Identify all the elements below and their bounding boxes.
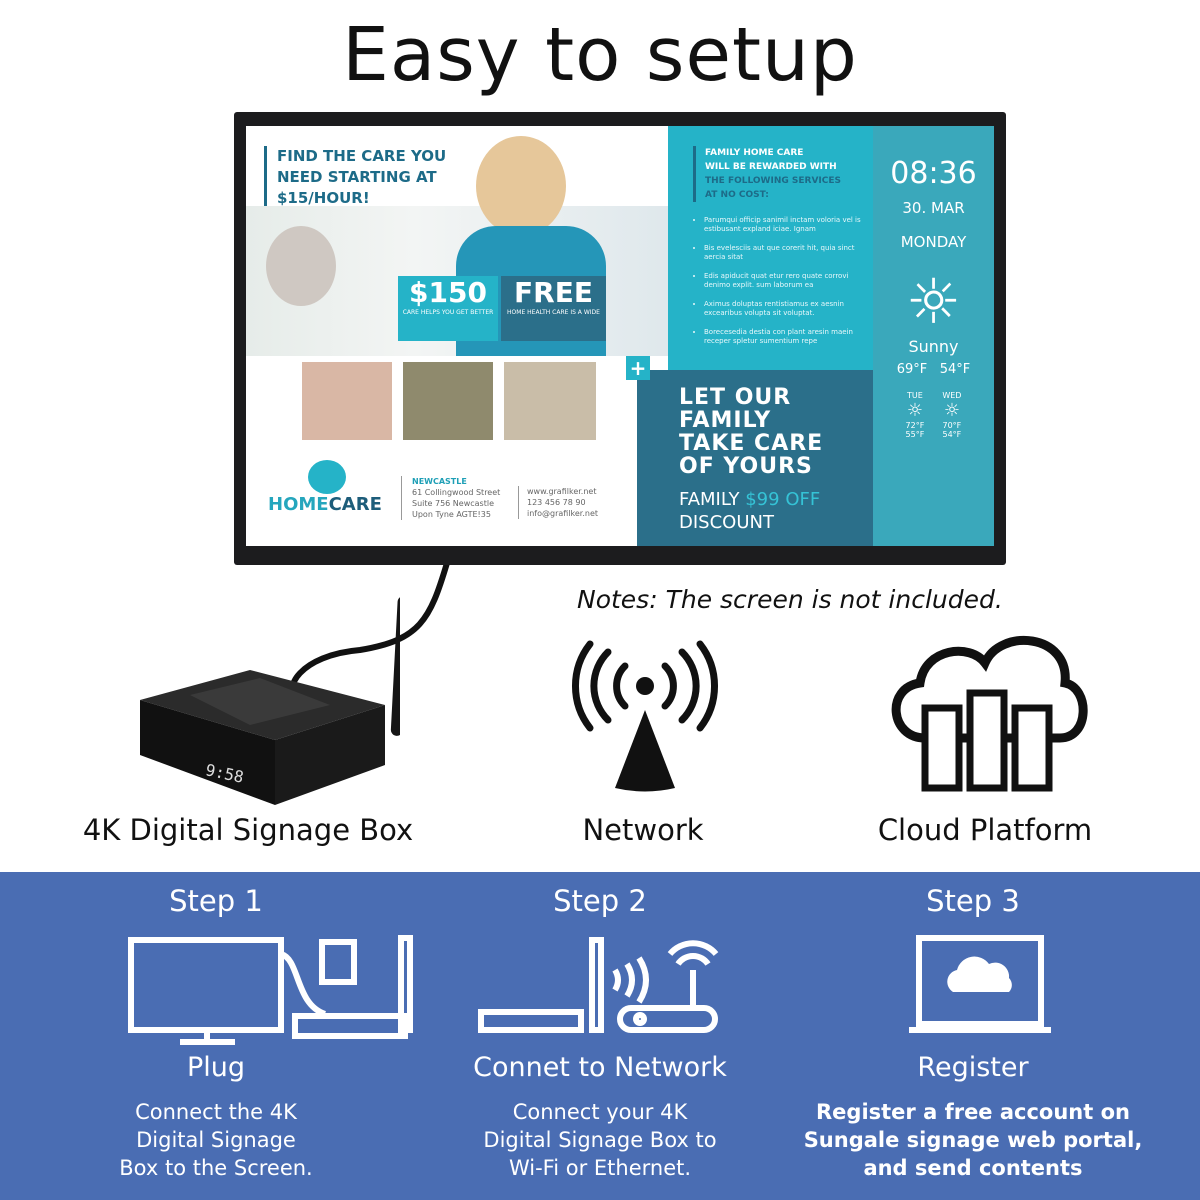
homecare-logo: HOMECARE — [268, 460, 382, 515]
photo-1 — [302, 362, 392, 440]
laptop-cloud-icon — [909, 935, 1051, 1033]
headline: FIND THE CARE YOU NEED STARTING AT $15/H… — [264, 146, 446, 209]
plus-icon: + — [626, 356, 650, 380]
page-title: Easy to setup — [342, 12, 858, 98]
plug-icon — [128, 935, 413, 1045]
sun-icon: ☼ — [943, 400, 960, 421]
photo-2 — [403, 362, 493, 440]
photo-3 — [504, 362, 596, 440]
step-1: Step 1 — [169, 884, 263, 918]
label-signage-box: 4K Digital Signage Box — [82, 813, 414, 847]
step-3: Step 3 — [926, 884, 1020, 918]
signage-box-image: 9:58 — [140, 596, 400, 805]
cloud-platform-icon — [891, 636, 1088, 792]
label-cloud-platform: Cloud Platform — [877, 813, 1093, 847]
sun-icon: ☼ — [905, 265, 962, 338]
sun-icon: ☼ — [906, 400, 923, 421]
step-2: Step 2 — [553, 884, 647, 918]
price-badge: $150 CARE HELPS YOU GET BETTER — [398, 276, 498, 341]
network-icon — [571, 640, 719, 792]
monitor-screen: FIND THE CARE YOU NEED STARTING AT $15/H… — [246, 126, 994, 546]
weather-widget: 08:36 30. MAR MONDAY ☼ Sunny 69°F 54°F T… — [873, 126, 994, 546]
note-text: Notes: The screen is not included. — [577, 585, 1003, 614]
network-connect-icon — [478, 937, 719, 1033]
label-network: Network — [582, 813, 704, 847]
free-badge: FREE HOME HEALTH CARE IS A WIDE — [501, 276, 606, 341]
